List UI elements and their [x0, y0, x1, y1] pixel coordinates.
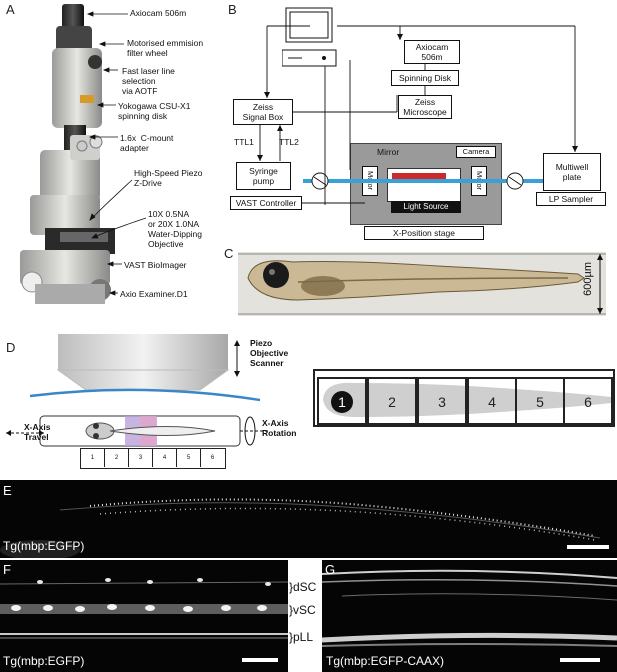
segment-1: 1: [81, 449, 105, 467]
sample-capillary: [392, 173, 446, 180]
tile-number-6: 6: [584, 394, 592, 410]
panel-e-scalebar: [567, 545, 609, 549]
panel-label-f: F: [3, 562, 11, 577]
segment-2: 2: [105, 449, 129, 467]
panel-f-fluorescence: [0, 578, 288, 639]
tile-well-1: 1: [317, 377, 367, 425]
panel-g-fluorescence: [322, 569, 617, 647]
tile-number-2: 2: [388, 394, 396, 410]
zebrafish-larva-photo: [238, 252, 606, 316]
computer-icon: [282, 7, 337, 67]
segment-4: 4: [153, 449, 177, 467]
tile-well-3: 3: [417, 377, 467, 425]
panel-e-image: E Tg(mbp:EGFP): [0, 480, 617, 558]
panel-a-leader-lines: [86, 11, 147, 296]
panel-g-scalebar: [560, 658, 600, 662]
label-piezo: High-Speed Piezo Z-Drive: [134, 168, 203, 188]
panel-label-c: C: [224, 246, 234, 261]
panel-label-b: B: [228, 2, 237, 17]
label-cmount: 1.6x C-mount adapter: [120, 133, 174, 153]
tile-well-5: 5: [515, 377, 565, 425]
panel-d-schematic: [6, 334, 270, 447]
tile-grid: 1 2 3 4 5 6: [313, 369, 615, 427]
xposition-stage-box: X-Position stage: [364, 226, 484, 240]
lp-sampler-box: LP Sampler: [536, 192, 606, 206]
vast-controller-box: VAST Controller: [230, 196, 302, 210]
panel-g-caption: Tg(mbp:EGFP-CAAX): [326, 654, 445, 668]
tile-well-4: 4: [467, 377, 517, 425]
label-pll: }pLL: [289, 630, 314, 644]
segment-5: 5: [177, 449, 201, 467]
ttl2-label: TTL2: [279, 137, 299, 147]
label-filter-wheel: Motorised emmision filter wheel: [127, 38, 204, 58]
signal-box: Zeiss Signal Box: [233, 99, 293, 125]
microscope-photo: [20, 4, 115, 304]
syringe-pump-box: Syringe pump: [236, 162, 291, 190]
spinning-disk-box: Spinning Disk: [391, 70, 459, 86]
tile-well-2: 2: [367, 377, 417, 425]
label-axiocam: Axiocam 506m: [130, 8, 186, 18]
label-aotf: Fast laser line selection via AOTF: [122, 66, 175, 96]
panel-f-image: F Tg(mbp:EGFP): [0, 560, 288, 672]
label-examiner: Axio Examiner.D1: [120, 289, 188, 299]
panel-f-caption: Tg(mbp:EGFP): [3, 654, 85, 668]
panel-f-scalebar: [242, 658, 278, 662]
tile-number-4: 4: [488, 394, 496, 410]
tile-number-5: 5: [536, 394, 544, 410]
label-axiocam-text: Axiocam 506m: [130, 8, 187, 18]
panel-label-d: D: [6, 340, 16, 355]
tile-number-1: 1: [331, 391, 353, 413]
panel-label-a: A: [6, 2, 15, 17]
panel-e-fluorescence: [0, 498, 601, 558]
label-vsc: }vSC: [289, 603, 316, 617]
scale-600um: 600µm: [582, 262, 594, 296]
label-objective: 10X 0.5NA or 20X 1.0NA Water-Dipping Obj…: [148, 209, 203, 249]
zeiss-microscope-box: Zeiss Microscope: [398, 95, 452, 119]
panel-label-e: E: [3, 483, 12, 498]
panel-e-caption: Tg(mbp:EGFP): [3, 539, 85, 553]
panel-g-image: G Tg(mbp:EGFP-CAAX): [322, 560, 617, 672]
xaxis-travel-label: X-Axis Travel: [24, 422, 51, 442]
tile-number-3: 3: [438, 394, 446, 410]
segment-strip: 1 2 3 4 5 6: [80, 448, 226, 469]
label-dsc: }dSC: [289, 580, 317, 594]
ttl1-label: TTL1: [234, 137, 254, 147]
panel-b-connections: [257, 25, 578, 205]
segment-3: 3: [129, 449, 153, 467]
label-spinning-disk: Yokogawa CSU-X1 spinning disk: [118, 101, 191, 121]
mirror-label: Mirror: [377, 147, 400, 157]
xaxis-rotation-label: X-Axis Rotation: [262, 418, 297, 438]
piezo-scanner-label: Piezo Objective Scanner: [250, 338, 289, 368]
multiwell-plate-box: Multiwell plate: [543, 153, 601, 191]
label-vast: VAST BioImager: [124, 260, 187, 270]
tile-well-6: 6: [563, 377, 613, 425]
panel-label-g: G: [325, 562, 336, 577]
camera-box: Camera: [456, 146, 496, 158]
segment-6: 6: [210, 455, 215, 461]
light-source-box: Light Source: [391, 201, 461, 213]
axiocam-box: Axiocam 506m: [404, 40, 460, 64]
